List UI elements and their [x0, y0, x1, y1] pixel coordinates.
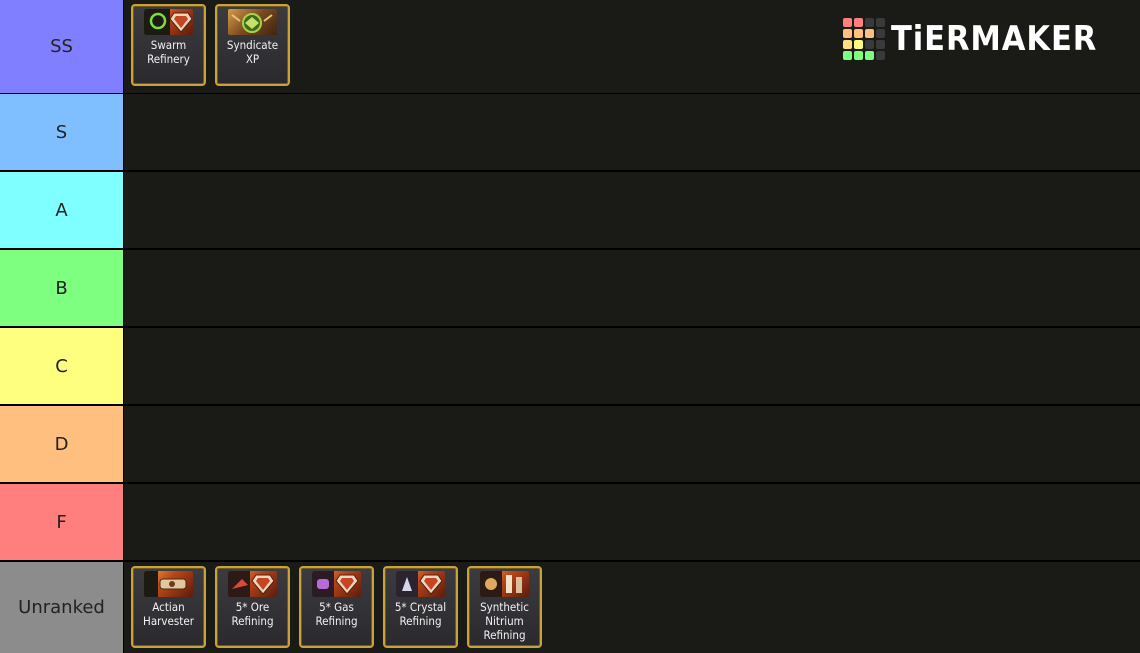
tier-label-b[interactable]: B: [0, 250, 124, 326]
tier-row-c: C: [0, 328, 1140, 404]
item-card-nitrium-refining[interactable]: Synthetic Nitrium Refining: [467, 566, 542, 648]
tier-items-unranked[interactable]: Actian Harvester 5* Ore Refining: [124, 562, 1140, 653]
tier-label-unranked[interactable]: Unranked: [0, 562, 124, 653]
tiermaker-grid-icon: [842, 18, 885, 60]
actian-harvester-icon: [144, 571, 193, 597]
item-label: 5* Ore Refining: [231, 600, 274, 628]
item-label: 5* Gas Refining: [315, 600, 358, 628]
item-card-gas-refining[interactable]: 5* Gas Refining: [299, 566, 374, 648]
tier-row-a: A: [0, 172, 1140, 248]
item-card-syndicate-xp[interactable]: Syndicate XP: [215, 4, 290, 86]
tier-row-unranked: Unranked Actian Harvester: [0, 562, 1140, 653]
ore-refining-icon: [228, 571, 277, 597]
item-card-swarm-refinery[interactable]: Swarm Refinery: [131, 4, 206, 86]
nitrium-refining-icon: [480, 571, 529, 597]
tier-items-ss[interactable]: Swarm Refinery Syndicate XP: [124, 0, 1140, 93]
swarm-refinery-icon: [144, 9, 193, 35]
item-label: 5* Crystal Refining: [394, 600, 447, 628]
tier-label-d[interactable]: D: [0, 406, 124, 482]
tier-label-ss[interactable]: SS: [0, 0, 124, 93]
crystal-refining-icon: [396, 571, 445, 597]
tier-row-ss: SS Swarm Refinery: [0, 0, 1140, 93]
item-card-crystal-refining[interactable]: 5* Crystal Refining: [383, 566, 458, 648]
tier-label-f[interactable]: F: [0, 484, 124, 560]
gas-refining-icon: [312, 571, 361, 597]
tier-row-f: F: [0, 484, 1140, 560]
item-label: Actian Harvester: [143, 600, 194, 628]
tier-items-f[interactable]: [124, 484, 1140, 560]
tier-items-c[interactable]: [124, 328, 1140, 404]
item-card-actian-harvester[interactable]: Actian Harvester: [131, 566, 206, 648]
tier-items-s[interactable]: [124, 94, 1140, 170]
tier-items-d[interactable]: [124, 406, 1140, 482]
syndicate-xp-icon: [228, 9, 277, 35]
tier-row-d: D: [0, 406, 1140, 482]
tier-label-a[interactable]: A: [0, 172, 124, 248]
item-label: Syndicate XP: [226, 38, 279, 66]
tiermaker-wordmark: TiERMAKER: [890, 19, 1098, 59]
tier-row-b: B: [0, 250, 1140, 326]
tier-items-a[interactable]: [124, 172, 1140, 248]
tiermaker-logo: TiERMAKER: [842, 18, 1120, 60]
item-label: Synthetic Nitrium Refining: [480, 600, 529, 642]
tier-items-b[interactable]: [124, 250, 1140, 326]
item-card-ore-refining[interactable]: 5* Ore Refining: [215, 566, 290, 648]
tier-row-s: S: [0, 94, 1140, 170]
tier-label-c[interactable]: C: [0, 328, 124, 404]
tier-label-s[interactable]: S: [0, 94, 124, 170]
item-label: Swarm Refinery: [147, 38, 190, 66]
